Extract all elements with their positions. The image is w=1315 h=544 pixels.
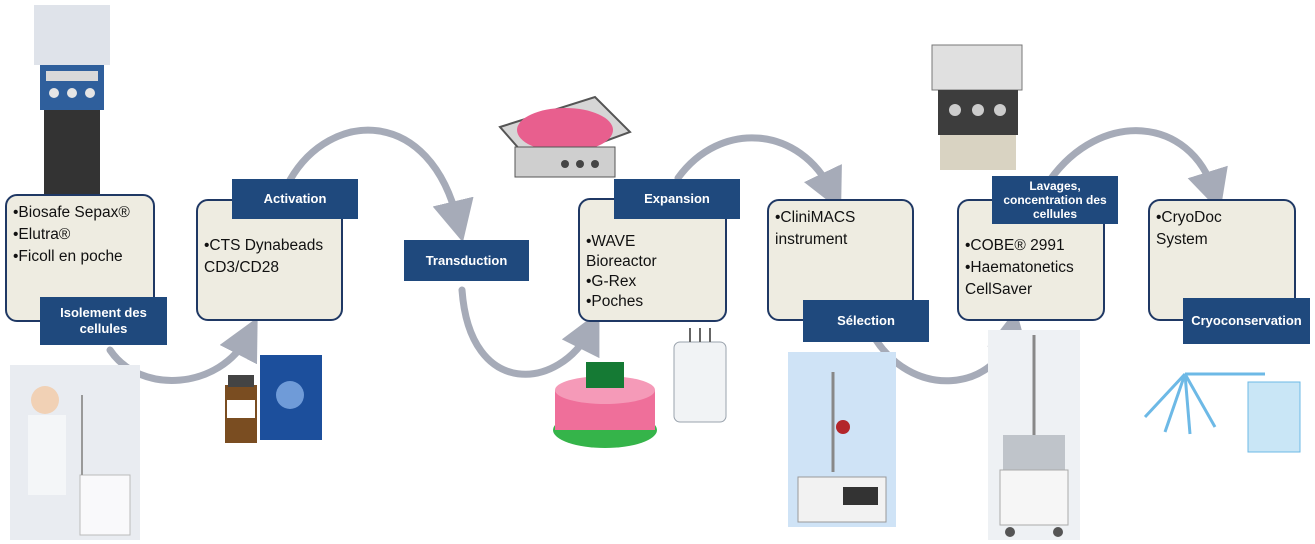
label-isolement: Isolement des cellules [40,297,167,345]
clinimacs-image [788,352,896,527]
culture-bag-image [673,328,727,423]
item: •G-Rex [586,273,637,290]
label-cryoconservation: Cryoconservation [1183,298,1310,344]
arrow-3 [458,286,600,378]
label-expansion: Expansion [614,179,740,219]
wave-bioreactor-image [498,95,632,178]
label-transduction: Transduction [404,240,529,281]
cryodoc-image [1143,372,1301,453]
label-lavages: Lavages, concentration des cellules [992,176,1118,224]
item: •WAVE [586,233,636,250]
arrow-1 [106,317,258,384]
arrow-4 [674,134,842,211]
item: CD3/CD28 [204,259,279,276]
operator-photo [10,365,140,540]
item: •Poches [586,293,644,310]
grex-vessel-image [553,362,657,448]
step-box-cryo: •CryoDoc System [1148,199,1296,321]
item: Bioreactor [586,253,657,270]
item: •Elutra® [13,226,71,243]
label-activation: Activation [232,179,358,219]
item: •Ficoll en poche [13,248,123,265]
cellsaver-image [988,330,1080,540]
sepax-device-image [34,5,110,195]
item: CellSaver [965,281,1033,298]
item: •COBE® 2991 [965,237,1065,254]
step-box-activation: •CTS Dynabeads CD3/CD28 [196,199,343,321]
cobe-device-image [931,44,1023,170]
item: instrument [775,231,848,248]
item: System [1156,231,1208,248]
item: •CTS Dynabeads [204,237,324,254]
item: •Biosafe Sepax® [13,204,130,221]
item: •Haematonetics [965,259,1074,276]
item: •CryoDoc [1156,209,1222,226]
arrow-2 [286,126,474,243]
label-selection: Sélection [803,300,929,342]
dynabeads-box-image [225,355,322,443]
arrow-6 [1046,127,1228,213]
item: •CliniMACS [775,209,856,226]
